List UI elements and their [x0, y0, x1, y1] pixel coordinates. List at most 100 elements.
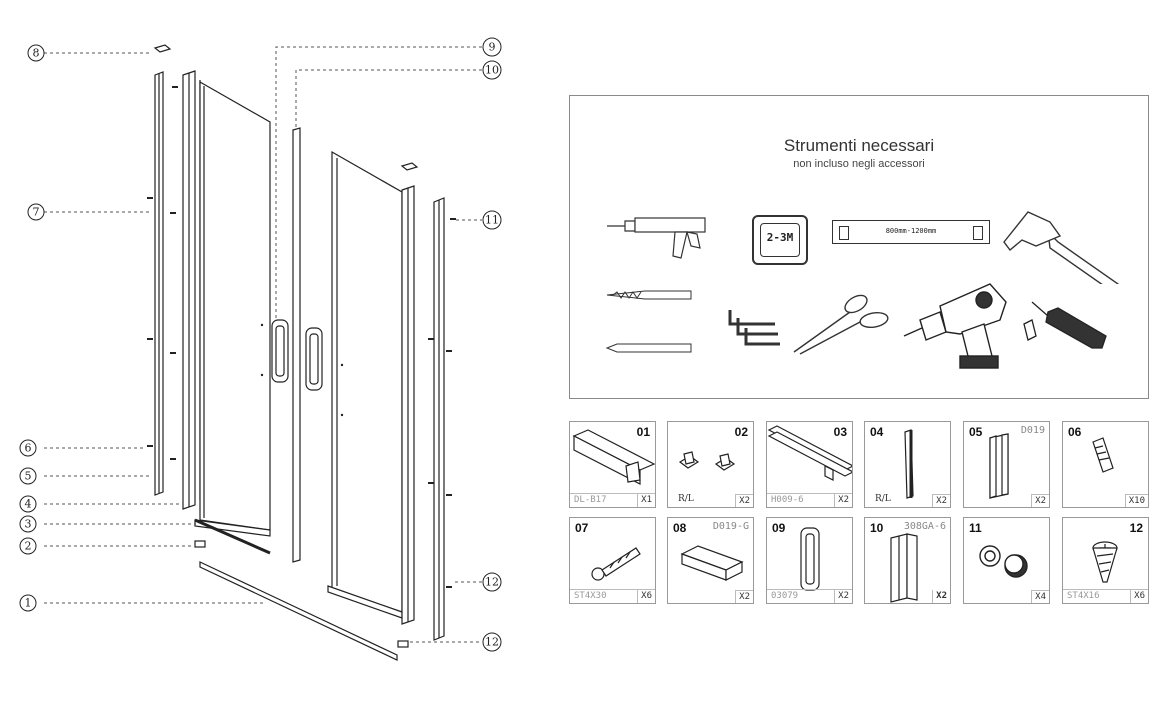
spirit-level-label: 800mm-1200mm: [885, 227, 937, 235]
vertical-seal-icon: [890, 533, 918, 603]
callout-11: 11: [485, 214, 499, 227]
tape-measure-label: 2-3M: [766, 231, 794, 244]
part-quantity: X6: [637, 590, 655, 603]
part-card-05: 05 D019 X2: [963, 421, 1050, 508]
right-glass-panel: [327, 150, 403, 619]
callout-3: 3: [25, 518, 32, 531]
left-handle: [271, 319, 289, 383]
callout-circle-7: [27, 203, 45, 221]
left-door-frame: [182, 70, 201, 510]
part-card-06: 06 X10: [1062, 421, 1149, 508]
part-number: 02: [734, 425, 748, 439]
screws: [147, 86, 456, 588]
tape-measure-icon: 2-3M: [752, 215, 808, 265]
part-number: 08: [673, 521, 687, 535]
part-quantity: X1: [637, 494, 655, 507]
callout-circle-2: [19, 537, 37, 555]
part-note: R/L: [678, 494, 694, 504]
callout-2: 2: [25, 540, 32, 553]
callout-circle-5: [19, 467, 37, 485]
part-quantity: X6: [1130, 590, 1148, 603]
callout-9: 9: [489, 41, 496, 54]
wall-plug-icon: [1092, 437, 1114, 473]
callout-circle-4: [19, 495, 37, 513]
handle-icon: [800, 527, 820, 591]
exploded-assembly-diagram: 8 7 6 5 4 3 2 1 9 10 11 12 12: [19, 37, 502, 661]
callout-12a: 12: [485, 576, 499, 589]
part-card-04: 04 R/L X2: [864, 421, 951, 508]
callout-5: 5: [25, 470, 32, 483]
part-note: R/L: [875, 494, 891, 504]
part-number: 11: [969, 521, 982, 535]
seal-strip-icon: [767, 425, 852, 481]
bottom-clip-right: [397, 640, 409, 648]
part-quantity: X4: [1031, 590, 1049, 603]
callout-circle-1: [19, 594, 37, 612]
right-handle: [305, 327, 323, 391]
part-number: 12: [1129, 521, 1143, 535]
top-cap-right: [400, 162, 419, 171]
callout-circle-10: [482, 60, 502, 80]
part-card-07: 07 ST4X30 X6: [569, 517, 656, 604]
callout-circle-8: [27, 44, 45, 62]
bottom-threshold: [199, 561, 398, 661]
bottom-seal: [194, 518, 271, 555]
part-quantity: X2: [735, 494, 753, 507]
callout-circle-11: [482, 210, 502, 230]
part-number: 04: [870, 425, 884, 439]
right-wall-profile: [433, 197, 445, 641]
part-footer-code: H009-6: [771, 495, 804, 505]
pencil-icon: [605, 343, 692, 353]
part-card-03: 03 H009-6 X2: [766, 421, 853, 508]
screw-cover-cap-icon: [979, 545, 1028, 578]
screw-anchor-icon: [591, 547, 641, 581]
callout-8: 8: [33, 47, 40, 60]
part-number: 03: [833, 425, 847, 439]
right-door-frame: [401, 185, 415, 625]
part-quantity: X2: [735, 590, 753, 603]
part-quantity: X2: [932, 590, 950, 603]
part-footer-code: ST4X16: [1067, 591, 1100, 601]
part-number: 10: [870, 521, 884, 535]
part-code: D019-G: [712, 521, 749, 532]
wall-profile-icon: [572, 429, 655, 485]
callout-circle-12b: [482, 632, 502, 652]
part-card-11: 11 X4: [963, 517, 1050, 604]
part-quantity: X2: [1031, 494, 1049, 507]
top-cap-left: [153, 44, 172, 53]
part-footer-code: ST4X30: [574, 591, 607, 601]
part-quantity: X2: [834, 590, 852, 603]
allen-key-icon: [728, 310, 780, 346]
part-quantity: X2: [834, 494, 852, 507]
left-wall-profile: [154, 71, 164, 496]
end-cap-icon: [680, 545, 744, 581]
part-number: 09: [772, 521, 786, 535]
tools-required-panel: Strumenti necessari non incluso negli ac…: [569, 95, 1149, 399]
tools-subtitle: non incluso negli accessori: [793, 158, 925, 170]
bottom-clip-left: [194, 540, 206, 548]
power-drill-icon: [903, 283, 1007, 369]
callout-4: 4: [25, 498, 32, 511]
scissors-icon: [793, 294, 889, 355]
part-quantity: X2: [932, 494, 950, 507]
spirit-level-icon: 800mm-1200mm: [832, 220, 990, 244]
left-glass-panel: [194, 80, 271, 537]
part-number: 07: [575, 521, 589, 535]
part-code: D019: [1020, 425, 1045, 436]
magnetic-strip-icon: [904, 429, 914, 499]
part-card-08: 08 D019-G X2: [667, 517, 754, 604]
center-seal-strip: [292, 127, 301, 563]
tools-title: Strumenti necessari: [783, 136, 935, 155]
callout-7: 7: [33, 206, 40, 219]
part-card-02: 02 R/L X2: [667, 421, 754, 508]
part-code: 308GA-6: [903, 521, 946, 532]
screwdriver-icon: [1023, 301, 1107, 349]
callout-12b: 12: [485, 636, 499, 649]
part-number: 05: [969, 425, 983, 439]
drill-bit-icon: [606, 290, 692, 300]
caulking-gun-icon: [607, 217, 706, 259]
callout-6: 6: [25, 442, 32, 455]
part-number: 01: [636, 425, 650, 439]
